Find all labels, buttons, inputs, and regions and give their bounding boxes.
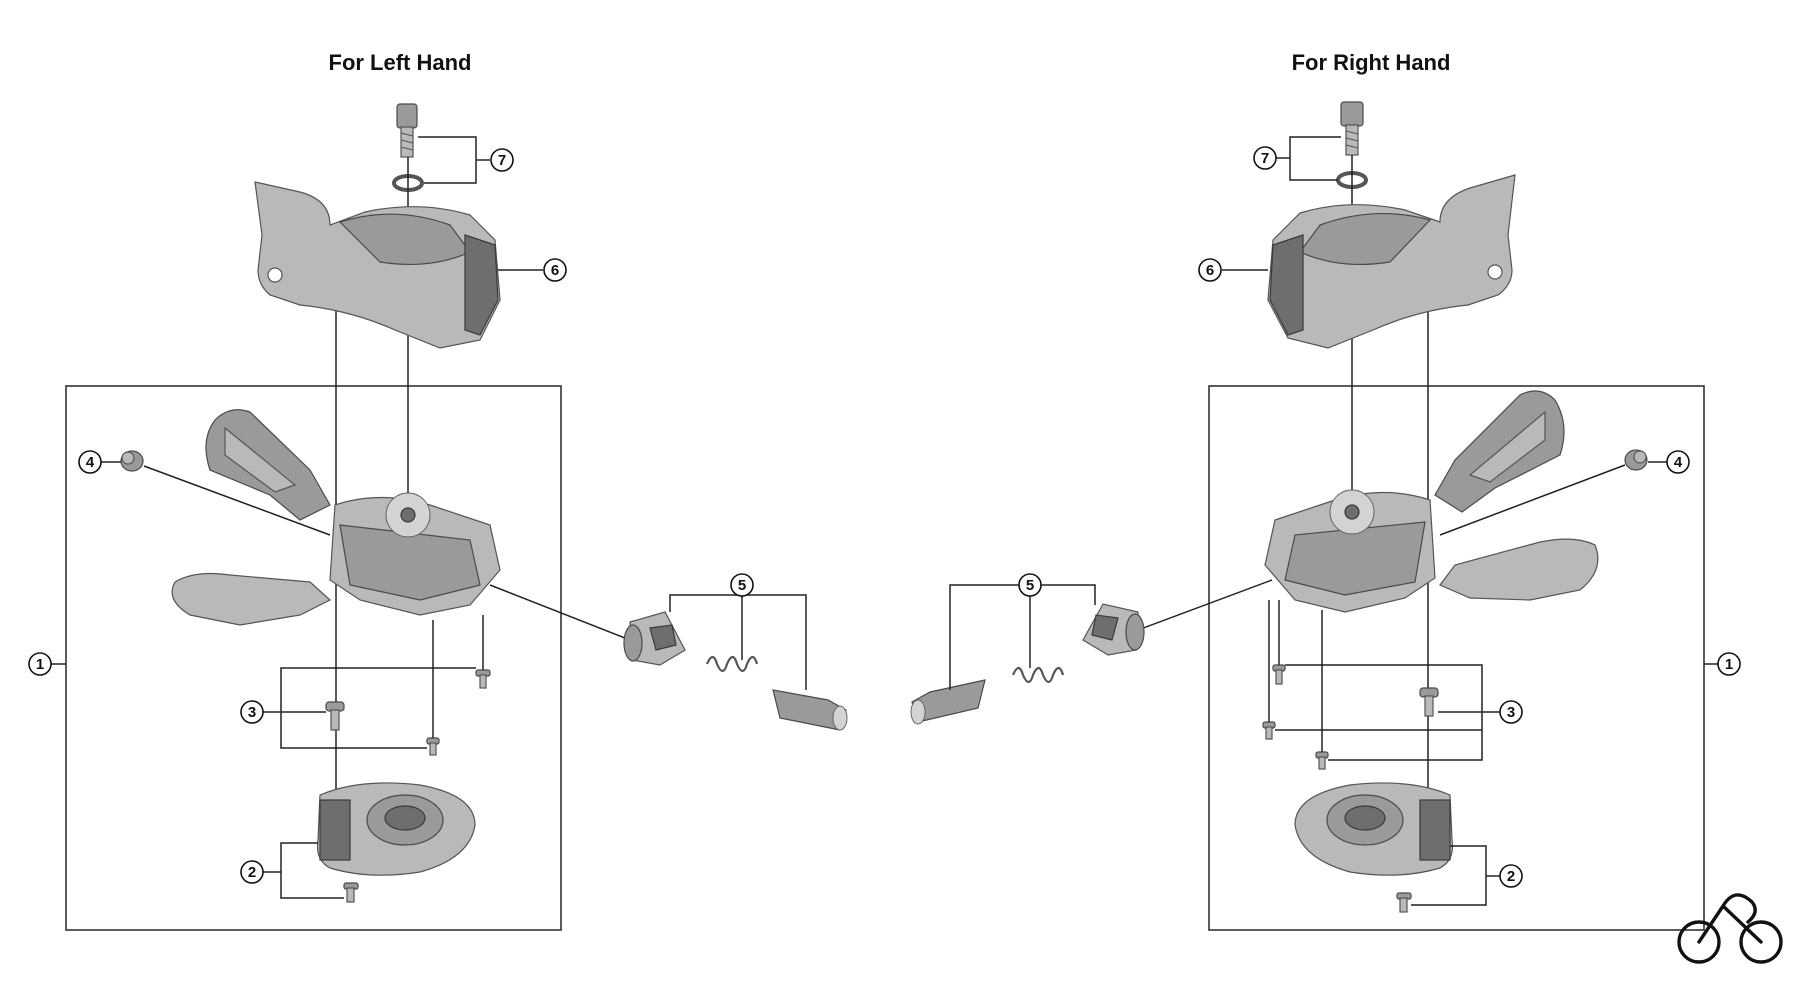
callout-6-right: 6: [1198, 258, 1222, 282]
right-bottom-cover-part: [1294, 782, 1454, 913]
callout-1-right: 1: [1717, 652, 1741, 676]
callout-1-left: 1: [28, 652, 52, 676]
svg-text:1: 1: [36, 656, 44, 673]
left-screws-part: [325, 669, 491, 756]
callout-4-left: 4: [78, 450, 102, 474]
svg-text:7: 7: [1261, 150, 1269, 167]
svg-text:4: 4: [86, 454, 95, 471]
left-hand-title: For Left Hand: [329, 50, 472, 75]
callout-5-right: 5: [1018, 573, 1042, 597]
svg-text:2: 2: [248, 864, 256, 881]
svg-text:4: 4: [1674, 454, 1683, 471]
left-adjuster-part: [623, 611, 848, 731]
left-cap-part: [120, 450, 144, 472]
svg-text:3: 3: [248, 704, 256, 721]
svg-text:6: 6: [1206, 262, 1214, 279]
right-assembly: [1137, 101, 1705, 931]
svg-text:6: 6: [551, 262, 559, 279]
svg-text:5: 5: [1026, 577, 1034, 594]
right-cap-part: [1624, 449, 1648, 471]
callout-6-left: 6: [543, 258, 567, 282]
right-hand-title: For Right Hand: [1292, 50, 1451, 75]
svg-text:3: 3: [1507, 704, 1515, 721]
svg-text:1: 1: [1725, 656, 1733, 673]
right-lever-body-part: [1264, 390, 1599, 613]
callout-2-left: 2: [240, 860, 264, 884]
left-top-cover-part: [254, 181, 501, 349]
right-top-cover-part: [1267, 174, 1516, 349]
callout-7-right: 7: [1253, 146, 1277, 170]
right-assembly-frame: [1208, 385, 1705, 931]
callout-3-left: 3: [240, 700, 264, 724]
callout-7-left: 7: [490, 148, 514, 172]
left-bottom-cover-part: [316, 782, 476, 903]
svg-text:2: 2: [1507, 868, 1515, 885]
svg-text:7: 7: [498, 152, 506, 169]
left-assembly: [65, 103, 631, 931]
callout-5-left: 5: [730, 573, 754, 597]
callout-3-right: 3: [1499, 700, 1523, 724]
left-lever-body-part: [171, 409, 501, 626]
svg-text:5: 5: [738, 577, 746, 594]
callout-4-right: 4: [1666, 450, 1690, 474]
bicycle-icon: [1677, 893, 1783, 964]
left-assembly-frame: [65, 385, 562, 931]
callout-2-right: 2: [1499, 864, 1523, 888]
right-screws-part: [1262, 664, 1439, 770]
right-adjuster-part: [910, 603, 1145, 725]
